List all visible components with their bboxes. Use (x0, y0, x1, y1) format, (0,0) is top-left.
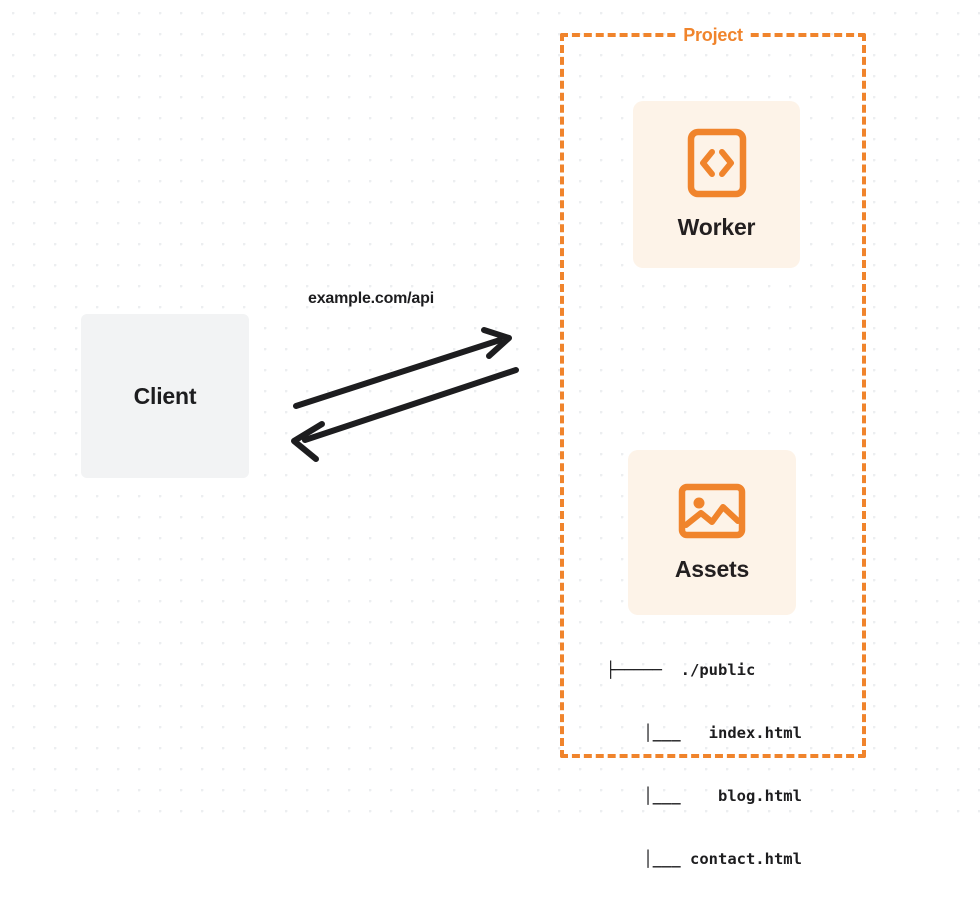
assets-node-label: Assets (674, 555, 750, 582)
file-tree-row-blog-html: │___ blog.html (606, 787, 802, 805)
project-boundary: Project (560, 25, 866, 758)
code-brackets-icon (687, 128, 747, 198)
diagram-canvas: Client example.com/api Project Worker (0, 0, 980, 868)
asset-file-tree: ├───── ./public │___ index.html │___ blo… (606, 618, 802, 912)
request-arrow-to-project (293, 327, 512, 409)
request-url-label: example.com/api (308, 290, 434, 307)
client-node[interactable]: Client (81, 314, 249, 478)
client-node-label: Client (133, 382, 197, 409)
image-placeholder-icon (678, 483, 746, 539)
file-tree-row-public: ├───── ./public (606, 661, 756, 679)
response-arrow-to-client (291, 367, 519, 462)
project-title-label: Project (676, 25, 750, 46)
assets-node[interactable]: Assets (628, 450, 796, 615)
file-tree-row-index-html: │___ index.html (606, 724, 802, 742)
file-tree-row-contact-html: │___ contact.html (606, 850, 802, 868)
worker-node[interactable]: Worker (633, 101, 800, 268)
worker-node-label: Worker (677, 214, 756, 240)
